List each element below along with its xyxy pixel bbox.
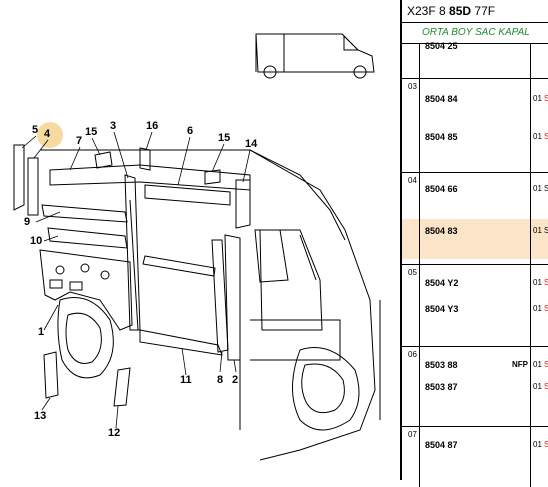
quantity: 01 [533, 304, 542, 313]
diagram-code: X23F 8 85D 77F [402, 0, 548, 23]
parts-group: 07 8504 87 01 S [402, 427, 548, 487]
desc-fragment: S [544, 184, 548, 193]
part-number: 8503 87 [425, 382, 458, 392]
nfp-flag: NFP [512, 360, 528, 369]
highlight-marker [37, 122, 63, 148]
callout-8: 8 [217, 374, 224, 386]
part-number: 8504 83 [425, 226, 458, 236]
part-number: 8504 84 [425, 94, 458, 104]
part-row[interactable]: 8504 66 01 S [402, 181, 548, 197]
group-number: 05 [408, 268, 417, 277]
quantity: 01 [533, 440, 542, 449]
desc-fragment: S [544, 94, 548, 103]
part-row[interactable]: 8503 87 01 S [402, 379, 548, 395]
callout-11: 11 [180, 374, 192, 386]
model-description: ORTA BOY SAC KAPAL [402, 23, 548, 44]
part-number: 8503 88 [425, 360, 458, 370]
desc-fragment: S [544, 304, 548, 313]
group-number: 03 [408, 82, 417, 91]
part-number: 8504 85 [425, 132, 458, 142]
callout-10: 10 [30, 235, 43, 247]
parts-group: 06 8503 88 NFP 01 S 8503 87 01 S [402, 347, 548, 427]
group-number: 04 [408, 176, 417, 185]
parts-group: 05 8504 Y2 01 S 8504 Y3 01 S [402, 265, 548, 347]
part-number: 8504 87 [425, 440, 458, 450]
callout-4: 4 [44, 128, 51, 140]
part-row[interactable]: 8504 87 01 S [402, 437, 548, 453]
quantity: 01 [533, 184, 542, 193]
callout-5: 5 [32, 124, 39, 136]
part-number: 8504 Y3 [425, 304, 459, 314]
parts-group: 03 8504 84 01 S 8504 85 01 S [402, 79, 548, 173]
desc-fragment: S [544, 226, 548, 235]
callout-12: 12 [108, 427, 121, 439]
parts-group: 04 8504 66 01 S 8504 83 01 S [402, 173, 548, 265]
parts-group: 8504 25 [402, 41, 548, 79]
callout-15-left: 15 [85, 126, 98, 138]
quantity: 01 [533, 132, 542, 141]
desc-fragment: S [544, 278, 548, 287]
callout-9: 9 [24, 216, 31, 228]
part-row[interactable]: 8504 85 01 S [402, 129, 548, 145]
part-row[interactable]: 8503 88 NFP 01 S [402, 357, 548, 373]
part-row[interactable]: 8504 25 [402, 38, 548, 54]
part-number: 8504 25 [425, 41, 458, 51]
callout-16: 16 [146, 120, 159, 132]
part-row[interactable]: 8504 Y2 01 S [402, 275, 548, 291]
part-row[interactable]: 8504 Y3 01 S [402, 301, 548, 317]
quantity: 01 [533, 226, 542, 235]
callout-14: 14 [245, 138, 258, 150]
quantity: 01 [533, 94, 542, 103]
part-row[interactable]: 8504 84 01 S [402, 91, 548, 107]
parts-list-panel: X23F 8 85D 77F ORTA BOY SAC KAPAL 8504 2… [400, 0, 548, 487]
callout-15-right: 15 [218, 132, 231, 144]
group-number: 06 [408, 350, 417, 359]
callout-2: 2 [232, 374, 239, 386]
part-row-selected[interactable]: 8504 83 01 S [402, 223, 548, 239]
selected-row-highlight [402, 219, 548, 259]
callout-7: 7 [76, 135, 83, 147]
van-illustration [13, 33, 381, 461]
code-bold: 85D [449, 4, 472, 18]
parts-diagram: 5 4 7 15 3 16 6 15 14 9 10 1 13 12 11 8 … [13, 33, 381, 461]
desc-fragment: S [544, 132, 548, 141]
quantity: 01 [533, 360, 542, 369]
desc-fragment: S [544, 382, 548, 391]
callout-13: 13 [34, 410, 47, 422]
callout-1: 1 [38, 326, 45, 338]
van-thumbnail-icon [255, 33, 375, 79]
code-prefix: X23F 8 [407, 4, 446, 18]
desc-fragment: S [544, 360, 548, 369]
quantity: 01 [533, 278, 542, 287]
quantity: 01 [533, 382, 542, 391]
part-number: 8504 Y2 [425, 278, 459, 288]
callout-6: 6 [187, 125, 194, 137]
group-number: 07 [408, 430, 417, 439]
part-number: 8504 66 [425, 184, 458, 194]
desc-fragment: S [544, 440, 548, 449]
callout-3: 3 [110, 120, 117, 132]
code-suffix: 77F [474, 4, 496, 18]
